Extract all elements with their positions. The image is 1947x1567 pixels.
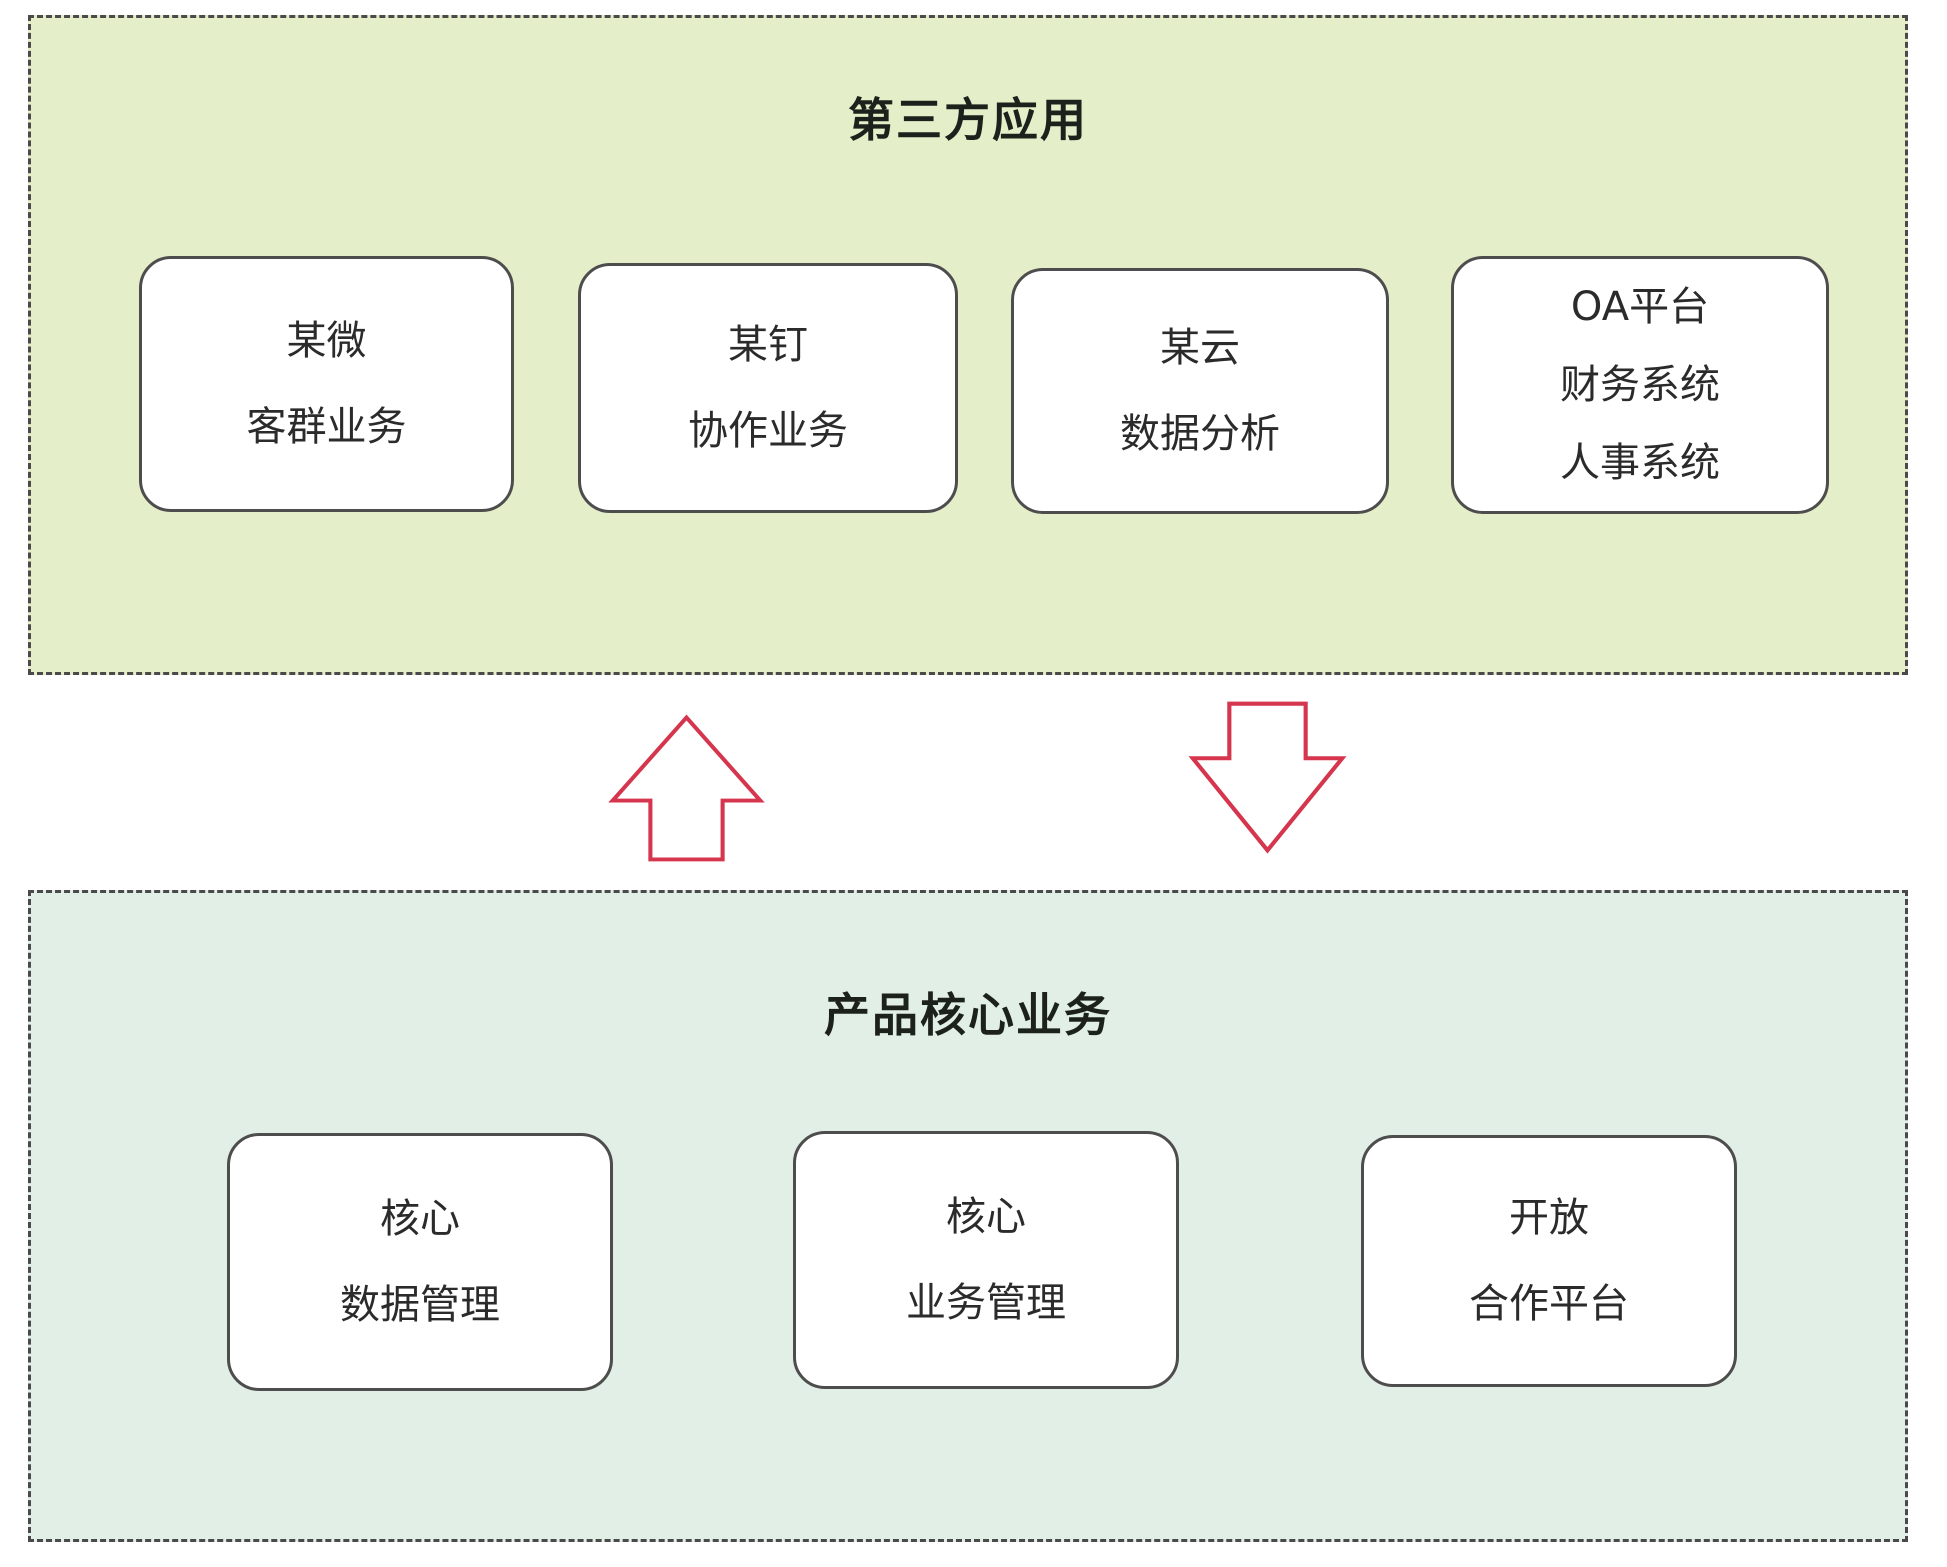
node-oa-finance-hr-systems: OA平台 财务系统 人事系统 — [1451, 256, 1829, 514]
node-line: 核心 — [946, 1194, 1026, 1240]
node-core-data-management: 核心 数据管理 — [227, 1133, 613, 1391]
node-line: 客群业务 — [246, 404, 407, 450]
node-line: 开放 — [1509, 1195, 1589, 1241]
node-line: 某微 — [286, 318, 367, 364]
third-party-apps-title: 第三方应用 — [848, 93, 1088, 147]
node-line: 某云 — [1160, 325, 1240, 371]
node-line: 业务管理 — [906, 1280, 1066, 1326]
node-line: 合作平台 — [1469, 1281, 1629, 1327]
down-arrow-icon — [1188, 701, 1347, 854]
node-cloud-data-analysis: 某云 数据分析 — [1011, 268, 1389, 514]
node-line: 人事系统 — [1560, 440, 1720, 486]
node-weixin-customer-business: 某微 客群业务 — [139, 256, 514, 512]
product-core-business-panel: 产品核心业务 核心 数据管理 核心 业务管理 开放 合作平台 — [28, 890, 1908, 1542]
up-arrow-icon — [608, 714, 765, 862]
node-line: 数据分析 — [1120, 411, 1280, 457]
node-line: 某钉 — [728, 322, 808, 368]
node-line: 财务系统 — [1560, 362, 1720, 408]
node-line: 协作业务 — [688, 408, 848, 454]
node-core-business-management: 核心 业务管理 — [793, 1131, 1179, 1389]
node-line: 数据管理 — [340, 1282, 500, 1328]
node-open-cooperation-platform: 开放 合作平台 — [1361, 1135, 1737, 1387]
third-party-apps-panel: 第三方应用 某微 客群业务 某钉 协作业务 某云 数据分析 OA平台 财务系统 … — [28, 15, 1908, 675]
product-core-business-title: 产品核心业务 — [824, 988, 1112, 1042]
node-line: OA平台 — [1570, 284, 1710, 330]
node-line: 核心 — [380, 1196, 460, 1242]
node-dingtalk-collaboration-business: 某钉 协作业务 — [578, 263, 958, 513]
